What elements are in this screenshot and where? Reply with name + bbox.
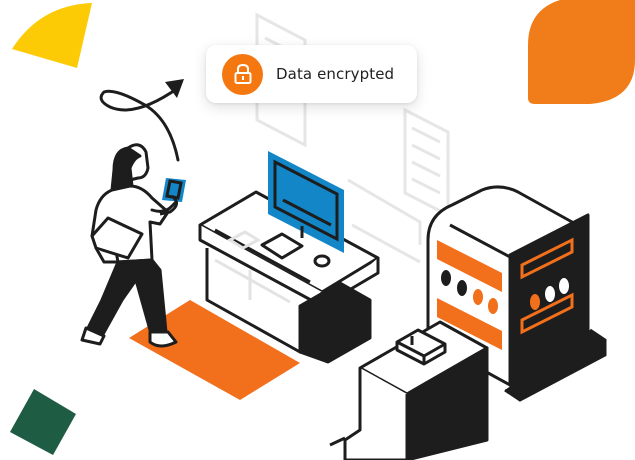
monitor-screen (268, 151, 344, 253)
notification-label: Data encrypted (276, 65, 395, 83)
desk (198, 190, 380, 364)
green-square-shape (10, 389, 76, 455)
orange-leaf-shape (528, 0, 635, 104)
server-panel (437, 237, 574, 350)
server-base (504, 328, 607, 402)
person (80, 143, 180, 348)
desk-drawers (214, 230, 291, 304)
arrow-head-icon (165, 79, 184, 98)
floor-mat (129, 300, 300, 400)
conveyor-scanner (329, 320, 489, 460)
monitor-frame (273, 159, 339, 242)
phone-icon (165, 179, 183, 200)
notification-toast: Data encrypted (206, 45, 417, 103)
lock-icon (222, 53, 263, 95)
curved-arrow-icon (99, 86, 180, 162)
phone-hand (159, 194, 178, 216)
yellow-quarter-shape (12, 3, 92, 68)
